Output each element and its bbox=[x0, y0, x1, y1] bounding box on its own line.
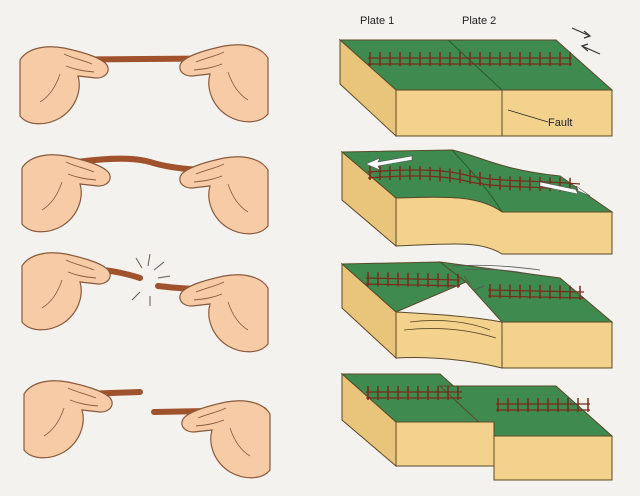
hand-icon bbox=[180, 45, 268, 122]
plate2-label: Plate 2 bbox=[462, 15, 496, 27]
stick-panel-4 bbox=[23, 380, 270, 478]
plate1-label: Plate 1 bbox=[360, 15, 394, 27]
crust-block-4 bbox=[340, 372, 614, 481]
crust-block-3 bbox=[340, 261, 614, 369]
fence-icon bbox=[368, 52, 572, 66]
hand-icon bbox=[21, 252, 111, 331]
fence-icon bbox=[365, 272, 585, 300]
crust-block-1: Fault bbox=[338, 38, 614, 138]
stick-panel-1 bbox=[19, 45, 268, 125]
fence-icon bbox=[366, 386, 590, 412]
hand-icon bbox=[182, 401, 270, 478]
snap-burst-icon bbox=[451, 264, 541, 291]
motion-arrow-icon bbox=[571, 27, 601, 55]
hand-icon bbox=[180, 275, 268, 352]
hand-icon bbox=[180, 157, 268, 234]
stick-panel-2 bbox=[21, 154, 268, 234]
hand-icon bbox=[19, 46, 109, 125]
motion-arrow-icon bbox=[365, 155, 591, 197]
fault-label: Fault bbox=[548, 117, 572, 129]
crust-block-2 bbox=[340, 149, 614, 255]
fence-icon bbox=[367, 166, 581, 192]
snap-burst-icon bbox=[131, 253, 171, 306]
hand-icon bbox=[23, 380, 113, 459]
stick-panel-3 bbox=[21, 252, 268, 352]
hand-icon bbox=[21, 154, 111, 233]
